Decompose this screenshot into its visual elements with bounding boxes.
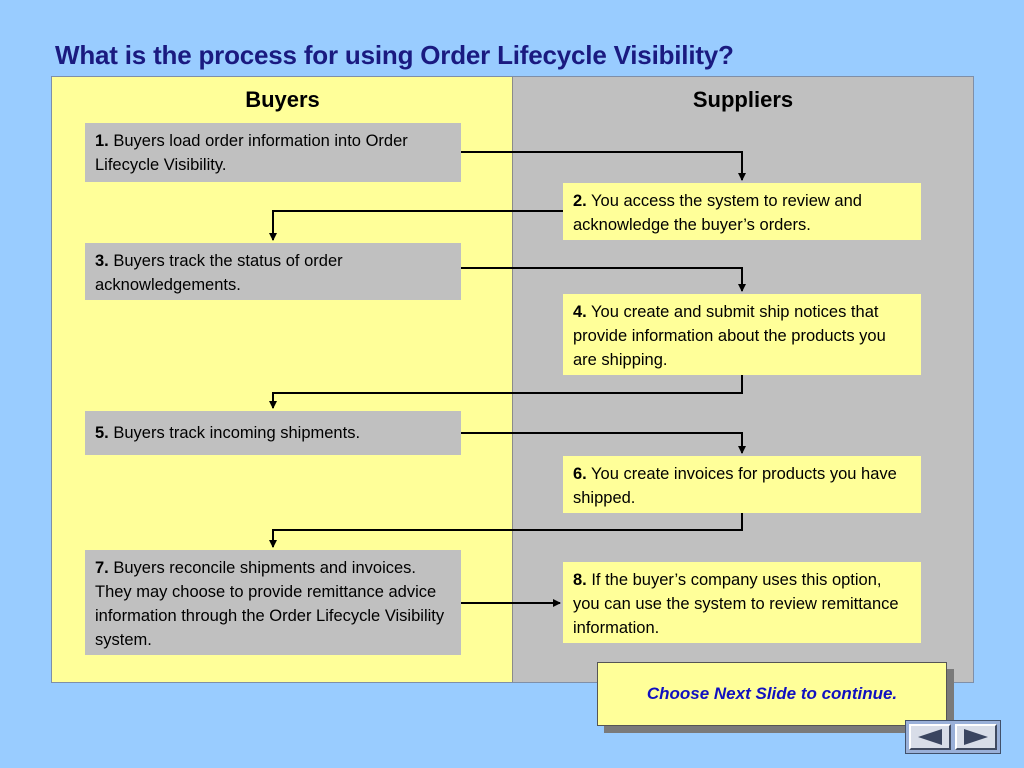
- buyers-heading: Buyers: [245, 87, 320, 112]
- step-text: You create invoices for products you hav…: [573, 465, 897, 507]
- arrow-3-to-4: [461, 267, 746, 292]
- step-number: 2.: [573, 192, 587, 210]
- step-1-box: 1. Buyers load order information into Or…: [85, 123, 461, 182]
- step-text: Buyers load order information into Order…: [95, 132, 408, 174]
- step-number: 7.: [95, 559, 109, 577]
- continue-note: Choose Next Slide to continue.: [597, 662, 947, 726]
- triangle-right-icon: [964, 729, 988, 745]
- arrow-2-to-3: [269, 210, 563, 241]
- previous-slide-button[interactable]: [909, 724, 951, 750]
- step-number: 1.: [95, 132, 109, 150]
- step-2-box: 2. You access the system to review and a…: [563, 183, 921, 240]
- step-7-box: 7. Buyers reconcile shipments and invoic…: [85, 550, 461, 655]
- step-text: Buyers track the status of order acknowl…: [95, 252, 343, 294]
- step-4-box: 4. You create and submit ship notices th…: [563, 294, 921, 375]
- step-number: 5.: [95, 424, 109, 442]
- next-slide-button[interactable]: [955, 724, 997, 750]
- suppliers-heading: Suppliers: [692, 87, 794, 112]
- step-text: You access the system to review and ackn…: [573, 192, 862, 234]
- step-6-box: 6. You create invoices for products you …: [563, 456, 921, 513]
- step-text: If the buyer’s company uses this option,…: [573, 571, 899, 637]
- continue-note-text: Choose Next Slide to continue.: [646, 684, 898, 703]
- slide-navigation: [905, 720, 1001, 754]
- step-3-box: 3. Buyers track the status of order ackn…: [85, 243, 461, 300]
- arrow-5-to-6: [461, 432, 746, 454]
- step-text: You create and submit ship notices that …: [573, 303, 886, 369]
- step-8-box: 8. If the buyer’s company uses this opti…: [563, 562, 921, 643]
- step-number: 6.: [573, 465, 587, 483]
- arrow-6-to-7: [269, 513, 743, 548]
- step-number: 8.: [573, 571, 587, 589]
- step-text: Buyers track incoming shipments.: [108, 424, 361, 442]
- arrow-1-to-2: [461, 151, 746, 181]
- step-text: Buyers reconcile shipments and invoices.…: [95, 559, 445, 649]
- step-number: 3.: [95, 252, 109, 270]
- arrow-4-to-5: [269, 375, 743, 409]
- page-title: What is the process for using Order Life…: [55, 40, 734, 70]
- step-5-box: 5. Buyers track incoming shipments.: [85, 411, 461, 455]
- triangle-left-icon: [918, 729, 942, 745]
- step-number: 4.: [573, 303, 587, 321]
